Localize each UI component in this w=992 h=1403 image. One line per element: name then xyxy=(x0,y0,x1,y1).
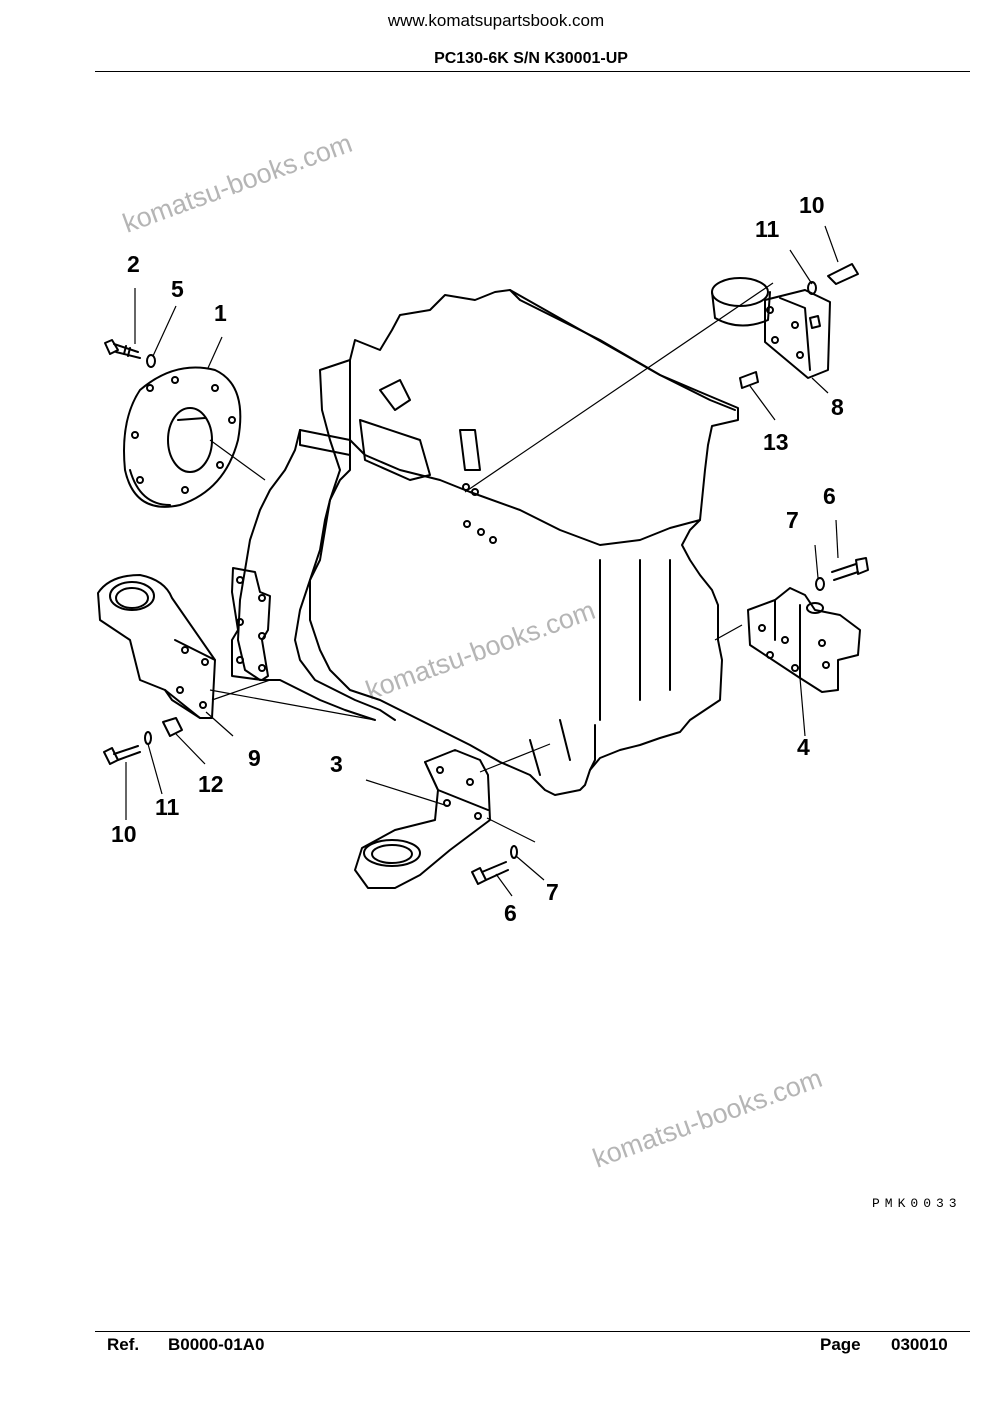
model-title: PC130-6K S/N K30001-UP xyxy=(434,50,628,67)
watermark: komatsu-books.com xyxy=(119,128,356,239)
watermark: komatsu-books.com xyxy=(589,1063,826,1174)
site-url[interactable]: www.komatsupartsbook.com xyxy=(387,11,605,30)
mount-bracket-8 xyxy=(711,263,859,379)
engine-block xyxy=(309,289,739,796)
callout-5: 3 xyxy=(330,751,343,777)
footer-divider xyxy=(95,1331,970,1332)
leader-lines xyxy=(125,225,839,897)
rear-plate xyxy=(231,483,497,681)
callout-8: 8 xyxy=(831,394,844,420)
figure-code: PMK0033 xyxy=(872,1196,962,1211)
washer-11-left xyxy=(144,731,152,745)
callout-13: 13 xyxy=(763,429,789,455)
mount-bracket-5 xyxy=(354,749,491,889)
header-divider xyxy=(95,71,970,72)
callout-6: 6 xyxy=(504,900,517,926)
ref-value: B0000-01A0 xyxy=(168,1335,265,1354)
adapter-plate xyxy=(123,366,242,508)
bolt-10-left xyxy=(103,745,141,765)
callout-7: 7 xyxy=(786,507,799,533)
watermark: komatsu-books.com xyxy=(362,595,599,706)
callout-4: 4 xyxy=(797,734,810,760)
mount-bracket-9 xyxy=(97,574,216,719)
callout-11: 11 xyxy=(155,794,180,820)
page-value: 030010 xyxy=(891,1335,948,1354)
callout-11: 11 xyxy=(755,216,780,242)
pin-13 xyxy=(739,371,759,389)
bolt-2 xyxy=(104,339,141,359)
callout-1: 1 xyxy=(214,300,227,326)
callout-3: 5 xyxy=(171,276,184,302)
callout-7: 7 xyxy=(546,879,559,905)
washer-3 xyxy=(146,354,156,368)
page-label: Page xyxy=(820,1335,861,1354)
callout-10: 10 xyxy=(799,192,825,218)
ref-label: Ref. xyxy=(107,1335,140,1354)
mount-bracket-4 xyxy=(747,587,861,693)
callout-10: 10 xyxy=(111,821,137,847)
callout-2: 2 xyxy=(127,251,140,277)
washer-7-right xyxy=(815,577,825,591)
washer-7-lower xyxy=(510,845,518,859)
callout-6: 6 xyxy=(823,483,836,509)
callout-9: 9 xyxy=(248,745,261,771)
spacer-12 xyxy=(162,717,183,737)
bolt-6-lower xyxy=(471,861,509,885)
callout-12: 12 xyxy=(198,771,224,797)
bolt-6-right xyxy=(831,557,869,581)
